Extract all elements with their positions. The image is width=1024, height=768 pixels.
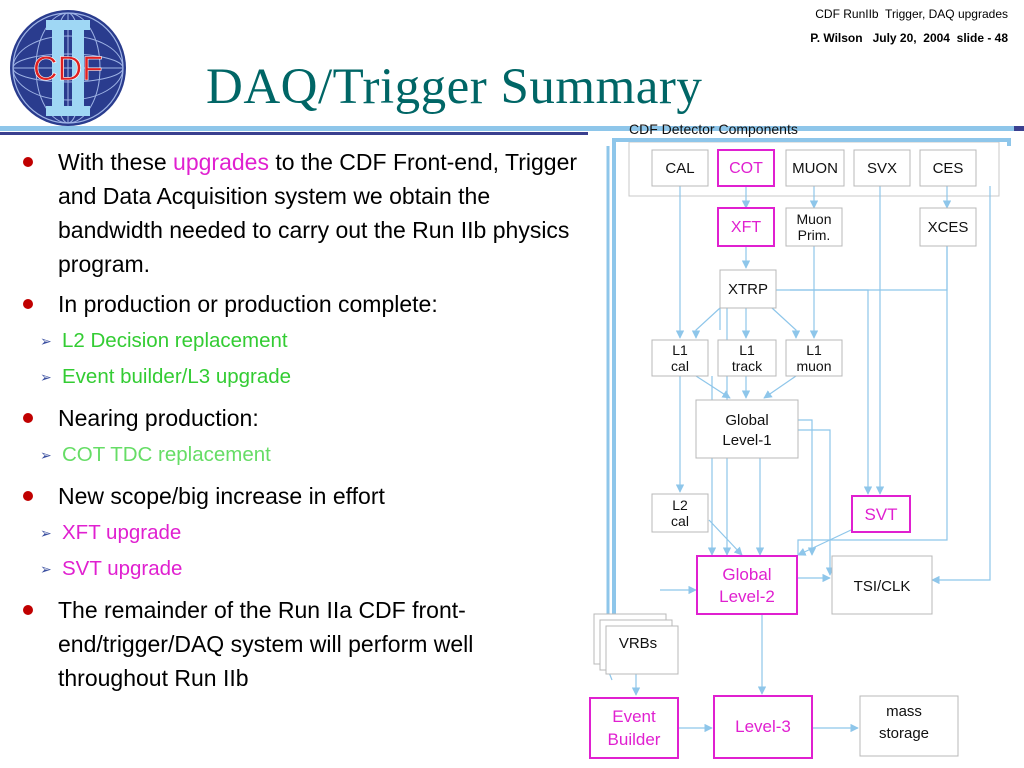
sub-item: COT TDC replacement	[18, 437, 578, 473]
svg-text:XCES: XCES	[928, 219, 969, 236]
svg-text:mass: mass	[886, 703, 922, 720]
box-event-builder: Event Builder	[589, 697, 679, 759]
svg-text:Level-2: Level-2	[719, 587, 775, 606]
svg-text:storage: storage	[879, 725, 929, 742]
svg-text:SVT: SVT	[864, 505, 897, 524]
box-ces: CES	[919, 149, 977, 187]
bullet-4-sublist: XFT upgrade SVT upgrade	[40, 515, 578, 587]
rule-end-mark	[1014, 126, 1024, 131]
svg-text:Global: Global	[725, 412, 768, 429]
svg-text:Muon: Muon	[796, 211, 831, 227]
bullet-list: With these upgrades to the CDF Front-end…	[18, 145, 578, 701]
bullet-1-highlight: upgrades	[173, 149, 269, 175]
box-cal: CAL	[651, 149, 709, 187]
title-rule-light	[0, 126, 1024, 131]
svg-text:CAL: CAL	[665, 160, 694, 177]
box-l1-track: L1 track	[717, 339, 777, 377]
svg-text:cal: cal	[671, 513, 689, 529]
bullet-4: New scope/big increase in effort XFT upg…	[18, 479, 578, 587]
bullet-1-post: to the CDF Front-end, Trigger and Data A…	[58, 149, 578, 277]
box-mass-storage: mass storage	[859, 695, 959, 757]
box-level-3: Level-3	[713, 695, 813, 759]
svg-text:Builder: Builder	[608, 730, 661, 749]
cdf-logo: CDF	[10, 10, 126, 126]
box-tsi-clk: TSI/CLK	[831, 555, 933, 615]
bullet-5-text: The remainder of the Run IIa CDF front-e…	[58, 597, 474, 691]
bullet-2-sublist: L2 Decision replacement Event builder/L3…	[40, 323, 578, 395]
bullet-3-text: Nearing production:	[58, 405, 259, 431]
svg-text:Prim.: Prim.	[798, 227, 831, 243]
box-l1-cal: L1 cal	[651, 339, 709, 377]
svg-text:cal: cal	[671, 358, 689, 374]
svg-text:L1: L1	[739, 342, 755, 358]
svg-text:CES: CES	[933, 160, 964, 177]
daq-diagram: CDF Detector Components	[589, 121, 1011, 759]
box-global-level-1: Global Level-1	[695, 399, 799, 459]
svg-text:COT: COT	[729, 160, 763, 177]
bullet-2-text: In production or production complete:	[58, 291, 438, 317]
title-rule-dark	[0, 132, 588, 135]
svg-text:TSI/CLK: TSI/CLK	[854, 578, 911, 595]
slide-title: DAQ/Trigger Summary	[206, 59, 703, 115]
box-muon: MUON	[785, 149, 845, 187]
bullet-5: The remainder of the Run IIa CDF front-e…	[18, 593, 578, 695]
svg-text:muon: muon	[796, 358, 831, 374]
svg-text:XFT: XFT	[731, 219, 761, 236]
box-vrbs: VRBs	[593, 613, 679, 675]
box-svx: SVX	[853, 149, 911, 187]
bullet-2: In production or production complete: L2…	[18, 287, 578, 395]
svg-text:L2: L2	[672, 497, 688, 513]
diagram-caption: CDF Detector Components	[629, 121, 798, 137]
svg-text:Event: Event	[612, 707, 656, 726]
sub-item: XFT upgrade	[18, 515, 578, 551]
svg-text:SVX: SVX	[867, 160, 897, 177]
svg-text:Level-1: Level-1	[722, 432, 771, 449]
box-xces: XCES	[919, 207, 977, 247]
bullet-1-pre: With these	[58, 149, 174, 175]
svg-text:Global: Global	[722, 565, 771, 584]
box-global-level-2: Global Level-2	[696, 555, 798, 615]
svg-text:MUON: MUON	[792, 160, 838, 177]
bullet-3: Nearing production: COT TDC replacement	[18, 401, 578, 473]
bullet-1: With these upgrades to the CDF Front-end…	[18, 145, 578, 281]
box-l1-muon: L1 muon	[785, 339, 843, 377]
svg-text:L1: L1	[806, 342, 822, 358]
box-svt: SVT	[851, 495, 911, 533]
box-muon-prim: Muon Prim.	[785, 207, 843, 247]
logo-text: CDF	[33, 50, 103, 88]
svg-text:XTRP: XTRP	[728, 281, 768, 298]
bullet-4-text: New scope/big increase in effort	[58, 483, 385, 509]
header-course: CDF RunIIb Trigger, DAQ upgrades	[815, 7, 1008, 21]
box-xtrp: XTRP	[719, 269, 777, 309]
sub-item: Event builder/L3 upgrade	[18, 359, 578, 395]
box-cot: COT	[717, 149, 775, 187]
svg-text:VRBs: VRBs	[619, 635, 657, 652]
svg-text:track: track	[732, 358, 763, 374]
sub-item: SVT upgrade	[18, 551, 578, 587]
bullet-3-sublist: COT TDC replacement	[40, 437, 578, 473]
svg-text:L1: L1	[672, 342, 688, 358]
header-author-date: P. Wilson July 20, 2004 slide - 48	[810, 31, 1008, 45]
svg-text:Level-3: Level-3	[735, 717, 791, 736]
box-xft: XFT	[717, 207, 775, 247]
sub-item: L2 Decision replacement	[18, 323, 578, 359]
box-l2-cal: L2 cal	[651, 493, 709, 533]
